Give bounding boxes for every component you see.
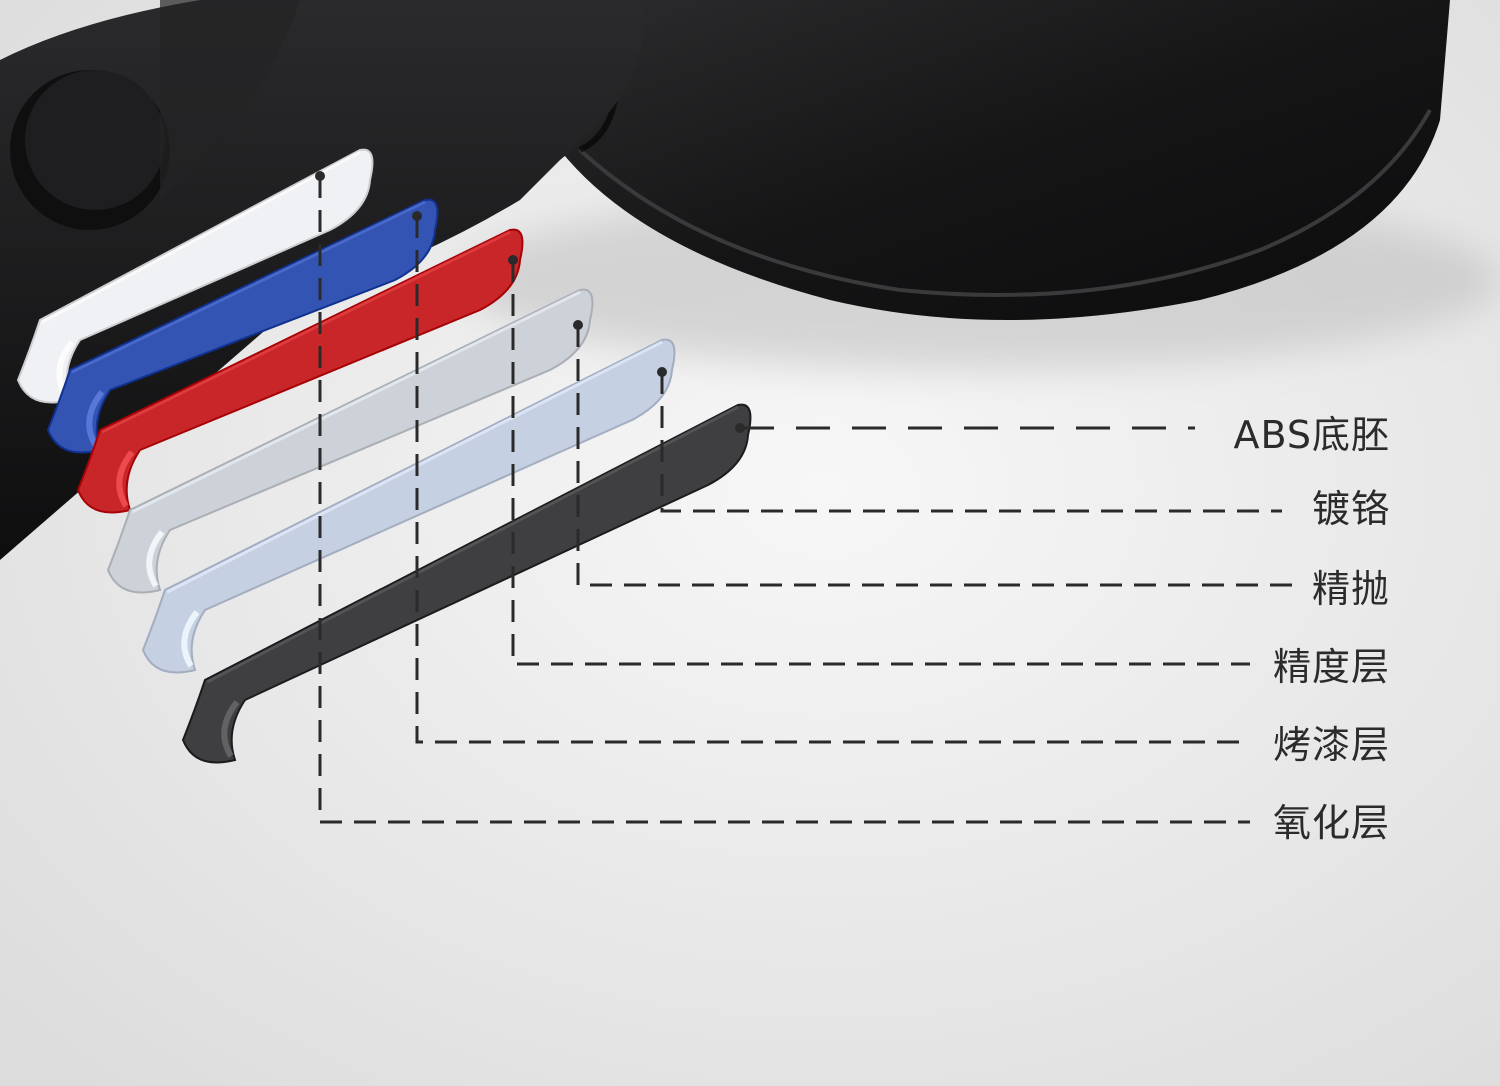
- layer-edge-highlight-abs: [221, 700, 240, 758]
- layer-top-rim-paint: [71, 200, 426, 374]
- label-abs-substrate: ABS底胚: [1233, 413, 1390, 457]
- layer-edge-highlight-paint: [86, 390, 105, 448]
- layer-sheet-precision: [76, 228, 524, 514]
- leader-line-precision: [511, 260, 1250, 666]
- layer-sheet-oxide: [16, 148, 374, 404]
- layer-strip-paint: [46, 198, 439, 454]
- layer-edge-highlight-precision: [116, 450, 135, 508]
- layer-strip-chrome: [141, 338, 676, 674]
- label-paint-layer: 烤漆层: [1272, 723, 1390, 767]
- layer-sheet-polish: [106, 288, 594, 594]
- label-chrome-plating: 镀铬: [1311, 487, 1390, 531]
- label-precision-layer: 精度层: [1272, 645, 1390, 689]
- shower-head-rim: [578, 109, 1432, 297]
- layer-strip-polish: [106, 288, 594, 594]
- handle-collar: [160, 0, 300, 200]
- layer-top-rim-abs: [206, 405, 739, 684]
- layer-top-rim-oxide: [41, 150, 361, 324]
- leader-line-chrome: [660, 372, 1282, 513]
- layer-strip-oxide: [16, 148, 374, 404]
- layer-strips: [16, 148, 752, 764]
- leader-line-paint: [415, 216, 1250, 744]
- layer-sheet-paint: [46, 198, 439, 454]
- shower-head-body: [540, 0, 1450, 320]
- layer-sheet-chrome: [141, 338, 676, 674]
- layer-sheet-abs: [181, 403, 752, 764]
- layer-edge-highlight-chrome: [181, 610, 200, 668]
- handle-button: [25, 70, 165, 210]
- leader-line-oxide: [318, 176, 1250, 824]
- label-oxide-layer: 氧化层: [1272, 801, 1390, 845]
- label-fine-polish: 精抛: [1311, 567, 1390, 611]
- layer-top-rim-chrome: [166, 340, 663, 594]
- leader-line-polish: [576, 325, 1292, 587]
- layer-top-rim-polish: [131, 290, 581, 514]
- leader-lines: [315, 171, 1292, 824]
- layer-strip-abs: [181, 403, 752, 764]
- layer-strip-precision: [76, 228, 524, 514]
- layer-top-rim-precision: [101, 230, 511, 434]
- layer-edge-highlight-polish: [146, 530, 165, 588]
